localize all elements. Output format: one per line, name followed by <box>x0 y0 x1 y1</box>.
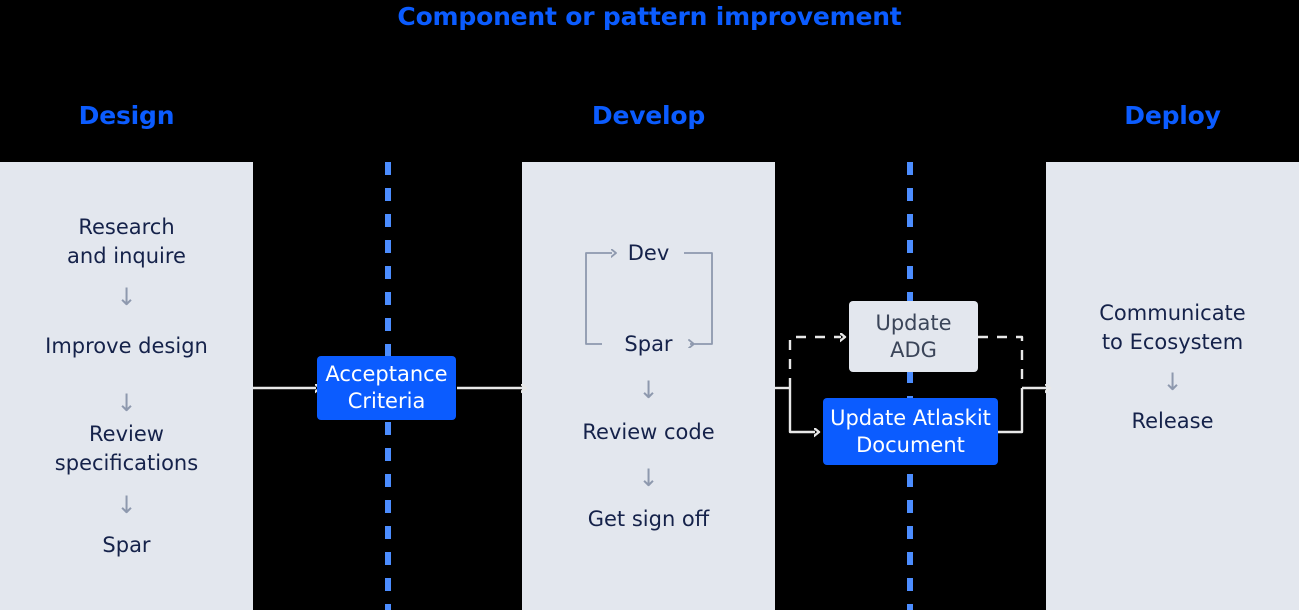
stage-header-design: Design <box>78 101 175 130</box>
design-arrow-2: ↓ <box>116 389 137 417</box>
panel-design <box>0 162 253 610</box>
stage-header-develop: Develop <box>591 101 706 130</box>
connector-update-atlaskit-to-merge <box>998 388 1024 434</box>
develop-step-review-code: Review code <box>582 420 715 444</box>
design-step-review-specs: Review specifications <box>54 422 199 475</box>
box-update-adg[interactable]: Update ADG <box>849 301 978 372</box>
develop-arrow-2: ↓ <box>638 464 659 492</box>
design-step-research: Research and inquire <box>67 215 186 268</box>
stage-header-deploy: Deploy <box>1124 101 1221 130</box>
design-step-spar: Spar <box>102 533 151 557</box>
develop-step-dev: Dev <box>627 241 670 265</box>
panel-develop <box>522 162 775 610</box>
deploy-arrow-1: ↓ <box>1162 368 1183 396</box>
design-step-improve-design: Improve design <box>45 334 208 358</box>
connector-update-adg-to-merge <box>978 335 1024 388</box>
develop-arrow-1: ↓ <box>638 376 659 404</box>
deploy-step-communicate: Communicate to Ecosystem <box>1099 301 1246 354</box>
develop-step-get-sign-off: Get sign off <box>587 507 710 531</box>
dashed-divider-develop-deploy <box>907 162 913 610</box>
box-acceptance-criteria[interactable]: Acceptance Criteria <box>317 356 456 420</box>
connector-split-to-update-atlaskit <box>788 388 815 432</box>
design-arrow-3: ↓ <box>116 491 137 519</box>
box-update-atlaskit-document[interactable]: Update Atlaskit Document <box>823 398 998 465</box>
design-arrow-1: ↓ <box>116 283 137 311</box>
page-title: Component or pattern improvement <box>397 2 902 31</box>
panel-deploy <box>1046 162 1299 610</box>
develop-step-spar: Spar <box>624 332 673 356</box>
connector-split-to-update-adg <box>788 337 841 388</box>
deploy-step-release: Release <box>1131 409 1214 433</box>
